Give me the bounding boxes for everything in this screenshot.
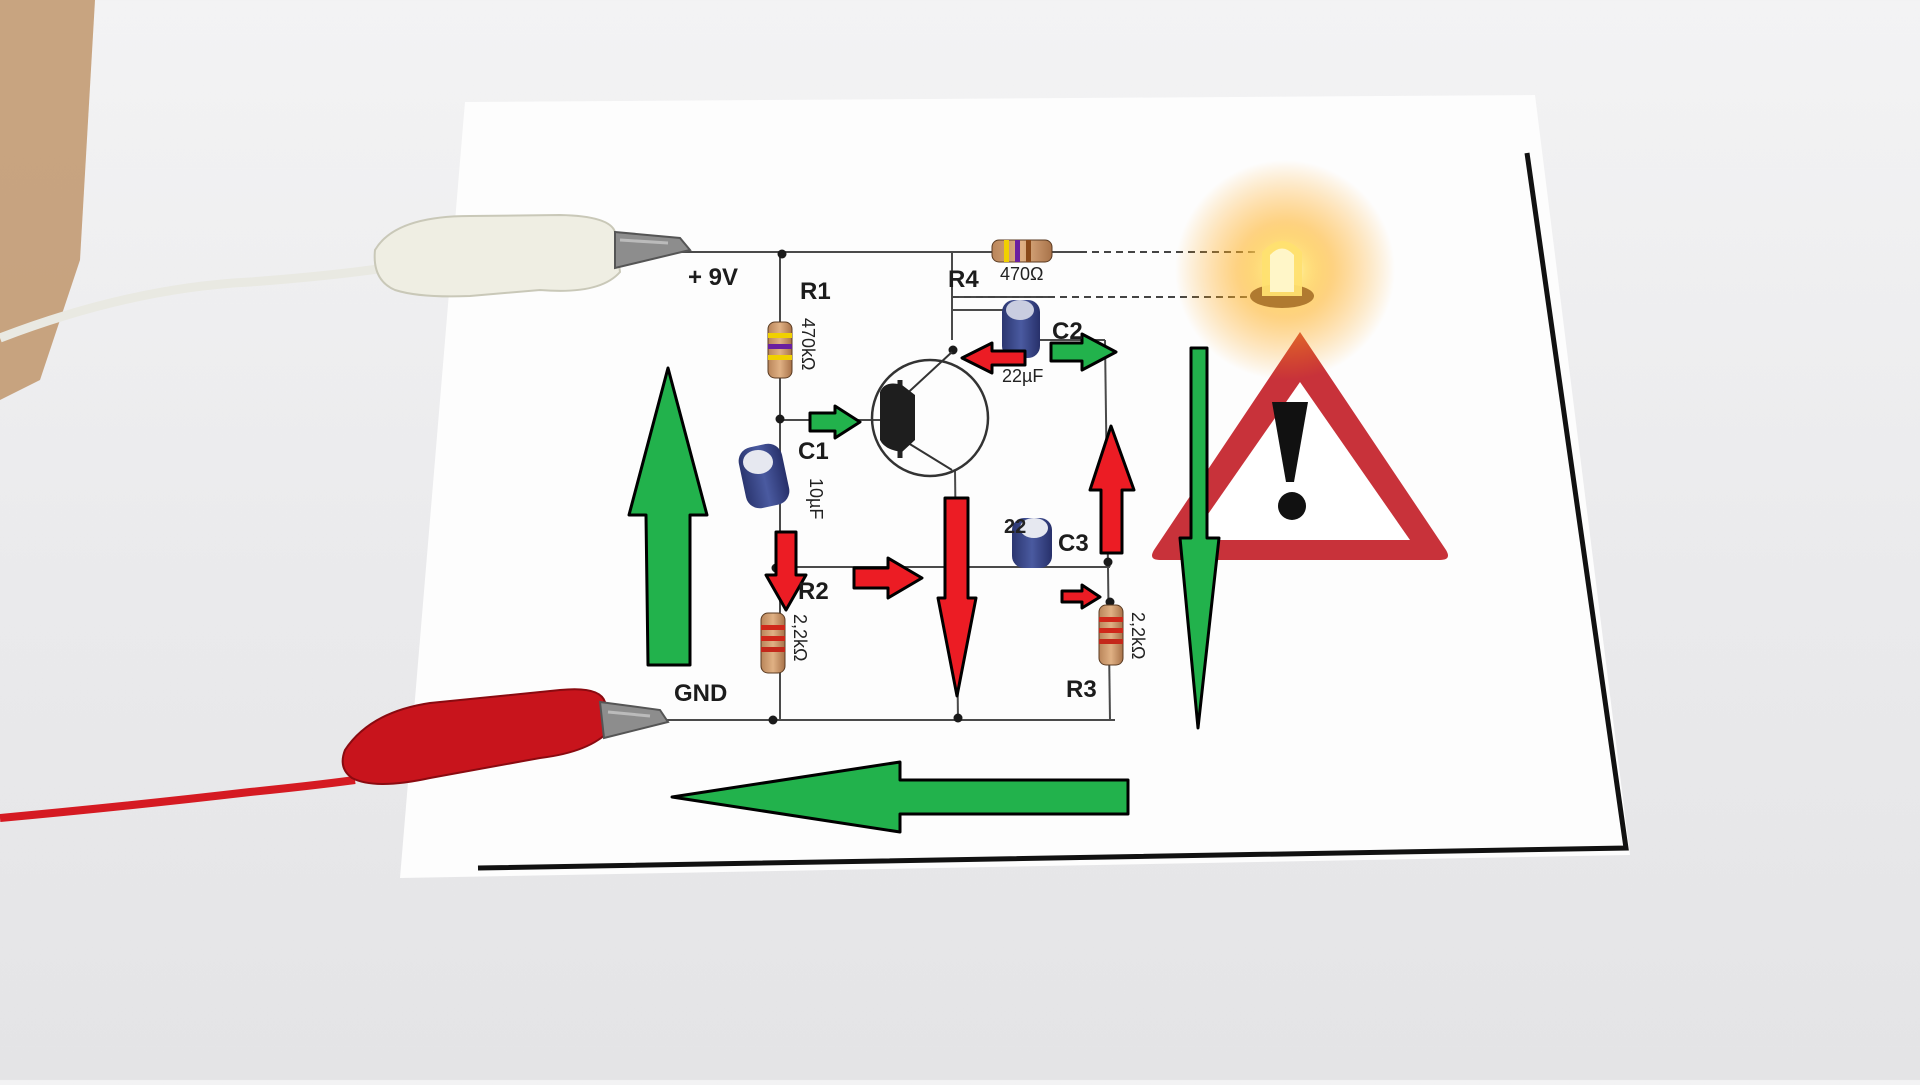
red-arrow-right-r3 — [1060, 583, 1102, 610]
value-r1: 470kΩ — [798, 318, 818, 371]
red-arrow-left-c2 — [960, 341, 1027, 375]
green-arrow-c2 — [1049, 332, 1118, 372]
clip-negative — [0, 688, 670, 822]
label-r2: R2 — [798, 578, 829, 605]
label-c3: C3 — [1058, 530, 1089, 557]
clip-positive — [0, 213, 692, 343]
current-arrows-green — [627, 332, 1221, 834]
label-c1: C1 — [798, 438, 829, 465]
board-sheet — [400, 95, 1630, 878]
capacitor-c2 — [1002, 300, 1040, 358]
green-arrow-c1-base — [808, 404, 862, 440]
exclamation-icon — [1272, 402, 1308, 520]
green-arrow-down-right — [1178, 346, 1221, 730]
red-arrow-down-collector — [936, 496, 978, 698]
cardboard-edge — [0, 0, 95, 400]
value-c3: 22 — [1004, 516, 1027, 538]
value-r4: 470Ω — [1000, 264, 1044, 284]
red-arrow-right-mid — [852, 556, 924, 600]
resistor-r1 — [767, 321, 793, 379]
value-c1: 10µF — [806, 478, 826, 520]
red-arrow-down-r2 — [764, 530, 808, 612]
led-lit — [1175, 160, 1395, 380]
resistor-r4 — [991, 239, 1053, 263]
value-r2: 2,2kΩ — [790, 614, 810, 662]
current-arrows-red — [764, 341, 1136, 698]
label-c2: C2 — [1052, 318, 1083, 345]
warning-triangle-icon — [1152, 332, 1448, 560]
label-supply: + 9V — [688, 264, 739, 291]
label-r3: R3 — [1066, 676, 1097, 703]
capacitor-c1 — [738, 443, 790, 509]
label-r1: R1 — [800, 278, 831, 305]
green-arrow-bottom-left — [670, 760, 1130, 834]
label-ground: GND — [674, 680, 728, 707]
red-arrow-up-c3 — [1088, 424, 1136, 555]
label-r4: R4 — [948, 266, 979, 293]
board-border — [477, 152, 1629, 871]
resistor-r2 — [760, 612, 786, 674]
value-c2: 22µF — [1002, 366, 1044, 386]
resistor-r3 — [1098, 604, 1124, 666]
transistor — [870, 351, 990, 478]
capacitor-c3 — [1012, 518, 1052, 568]
green-arrow-up-left — [627, 366, 709, 667]
value-r3: 2,2kΩ — [1128, 612, 1148, 660]
